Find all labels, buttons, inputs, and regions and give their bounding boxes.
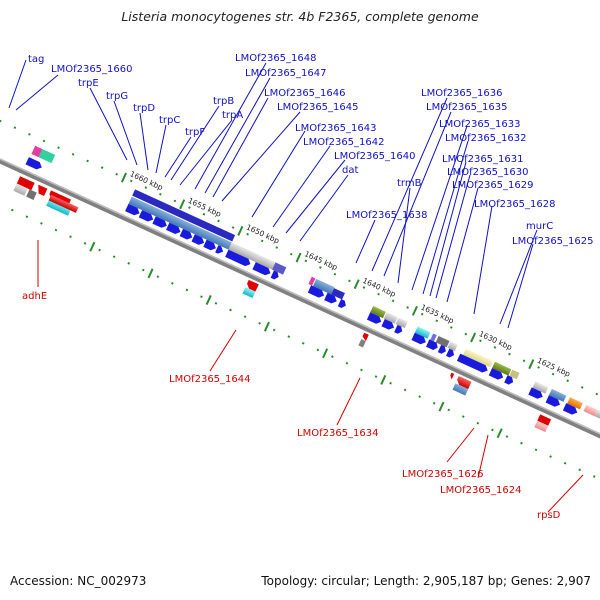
gene-label-lmof2365-1636: LMOf2365_1636 [421,88,503,99]
gene-label-lmof2365-1625: LMOf2365_1625 [512,236,594,247]
forward-gene-arrows [25,157,578,415]
gene-label-trpa: trpA [222,110,243,121]
gene-label-lmof2365-1632: LMOf2365_1632 [445,133,527,144]
gene-label-lmof2365-1629: LMOf2365_1629 [452,180,534,191]
gene-label-lmof2365-1643: LMOf2365_1643 [295,123,377,134]
gene-label-lmof2365-1642: LMOf2365_1642 [303,137,385,148]
kbp-tick-1635: 1635 kbp [419,302,455,325]
kbp-tick-1660: 1660 kbp [128,169,164,192]
inner-tick-rail [0,175,600,494]
gene-label-lmof2365-1647: LMOf2365_1647 [245,68,327,79]
gene-label-lmof2365-1633: LMOf2365_1633 [439,119,521,130]
gene-label-trpf: trpF [185,127,205,138]
gene-label-lmof2365-1638: LMOf2365_1638 [346,210,428,221]
gene-label-trpg: trpG [106,91,128,102]
gene-label-lmof2365-1635: LMOf2365_1635 [426,102,508,113]
reverse-gene-features [13,176,552,433]
gene-label-trpb: trpB [213,96,234,107]
kbp-tick-1630: 1630 kbp [478,329,514,352]
page-title: Listeria monocytogenes str. 4b F2365, co… [121,9,479,24]
gene-label-trpd: trpD [133,103,155,114]
gene-label-lmof2365-1640: LMOf2365_1640 [334,151,416,162]
gene-label-murc: murC [526,221,553,232]
genome-summary-text: Topology: circular; Length: 2,905,187 bp… [261,574,591,588]
gene-label-lmof2365-1648: LMOf2365_1648 [235,53,317,64]
gene-label-adhe: adhE [22,291,47,302]
gene-label-lmof2365-1630: LMOf2365_1630 [447,167,529,178]
gene-label-lmof2365-1631: LMOf2365_1631 [442,154,524,165]
gene-label-lmof2365-1644: LMOf2365_1644 [169,374,251,385]
gene-label-trmb: trmB [397,178,422,189]
kbp-tick-1625: 1625 kbp [536,356,572,379]
reverse-label-leaders [37,240,584,513]
gene-label-lmof2365-1634: LMOf2365_1634 [297,428,379,439]
gene-label-dat: dat [342,165,358,176]
forward-label-leaders [8,59,538,329]
gene-label-trpc: trpC [159,115,180,126]
kbp-tick-1640: 1640 kbp [361,276,397,299]
gene-label-lmof2365-1646: LMOf2365_1646 [264,88,346,99]
gene-label-lmof2365-1628: LMOf2365_1628 [474,199,556,210]
accession-text: Accession: NC_002973 [10,574,147,588]
forward-cog-boxes [31,145,600,422]
kbp-tick-1645: 1645 kbp [303,249,339,272]
gene-label-lmof2365-1624: LMOf2365_1624 [440,485,522,496]
kbp-tick-1650: 1650 kbp [245,223,281,246]
gene-label-trpe: trpE [78,78,99,89]
gene-label-rpsd: rpsD [537,510,561,521]
gene-label-lmof2365-1626: LMOf2365_1626 [402,469,484,480]
genome-backbone [0,121,600,476]
gene-label-lmof2365-1645: LMOf2365_1645 [277,102,359,113]
gene-label-tag: tag [28,54,44,65]
gene-label-lmof2365-1660: LMOf2365_1660 [51,64,133,75]
kbp-major-ticks [89,172,535,439]
